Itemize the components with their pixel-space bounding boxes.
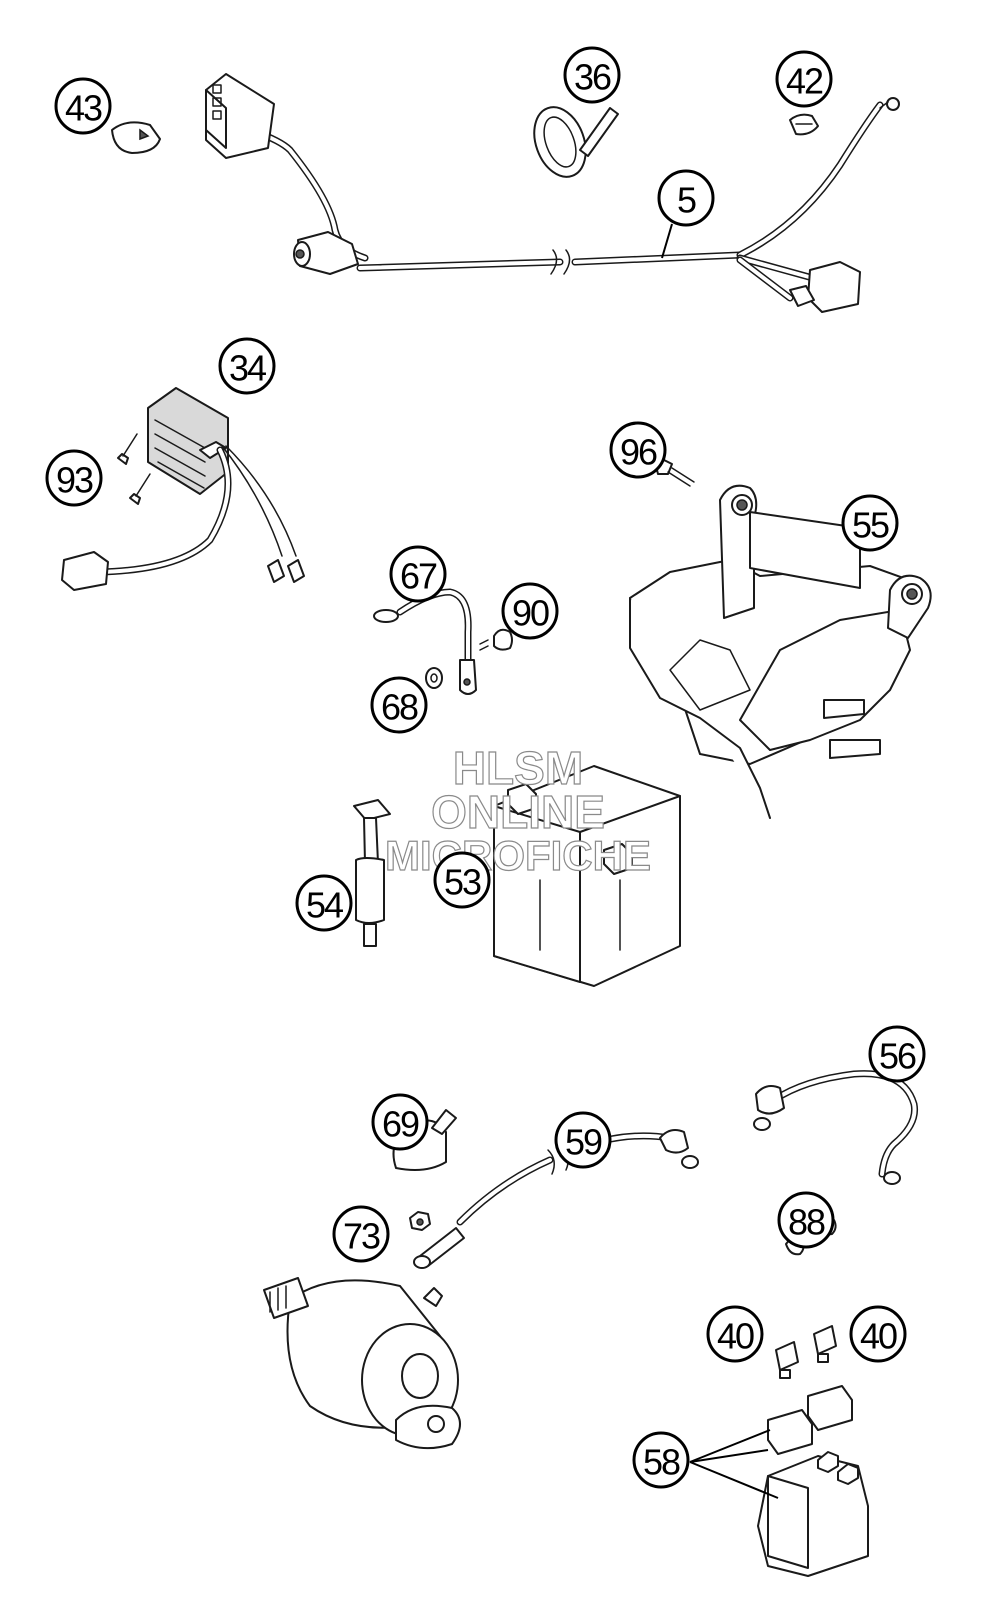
callout-label: 54 — [306, 885, 343, 926]
callout-96: 96 — [609, 421, 667, 479]
part-59-starter-cable — [413, 1129, 699, 1269]
callout-40-left: 40 — [706, 1305, 764, 1363]
callout-56: 56 — [868, 1025, 926, 1083]
part-43-grommet — [111, 121, 161, 154]
callout-68: 68 — [370, 676, 428, 734]
callout-73: 73 — [332, 1205, 390, 1263]
part-42-clip — [789, 113, 819, 136]
callout-label: 96 — [620, 432, 657, 473]
part-5-wiring-harness — [205, 73, 900, 313]
callout-67: 67 — [389, 545, 447, 603]
callout-label: 59 — [565, 1122, 602, 1163]
callout-53: 53 — [433, 851, 491, 909]
callout-88: 88 — [777, 1191, 835, 1249]
callout-label: 55 — [852, 505, 889, 546]
callout-label: 67 — [400, 556, 437, 597]
callout-55: 55 — [841, 494, 899, 552]
callout-label: 90 — [512, 593, 549, 634]
callout-34: 34 — [218, 337, 276, 395]
callout-label: 36 — [574, 57, 611, 98]
callout-label: 43 — [65, 88, 102, 129]
callout-label: 53 — [444, 862, 481, 903]
callout-43: 43 — [54, 77, 112, 135]
watermark-line1: HLSM — [453, 742, 583, 794]
part-93-screws — [117, 433, 151, 505]
watermark-line3: MICROFICHE — [385, 832, 651, 879]
callout-label: 88 — [788, 1202, 825, 1243]
part-53-battery — [493, 765, 681, 987]
callout-label: 40 — [717, 1316, 754, 1357]
callout-label: 40 — [860, 1316, 897, 1357]
callout-label: 56 — [879, 1036, 916, 1077]
callout-42: 42 — [775, 50, 833, 108]
callout-label: 73 — [343, 1216, 380, 1257]
leader-lines-58 — [689, 1429, 779, 1499]
callout-93: 93 — [45, 449, 103, 507]
part-56-cable — [753, 1070, 919, 1185]
callout-58: 58 — [632, 1431, 690, 1489]
part-90-screw — [479, 628, 513, 651]
part-68-washer — [425, 667, 443, 689]
callout-label: 58 — [643, 1442, 680, 1483]
part-36-cable-tie — [533, 106, 619, 178]
leader-5 — [661, 223, 673, 259]
part-54-vent-hose — [353, 799, 391, 947]
callout-54: 54 — [295, 874, 353, 932]
callout-label: 93 — [56, 460, 93, 501]
callout-label: 34 — [229, 348, 266, 389]
watermark-line2: ONLINE — [431, 786, 605, 838]
callout-40-right: 40 — [849, 1305, 907, 1363]
part-58-starter-relay — [757, 1385, 869, 1577]
part-55-battery-box — [629, 484, 932, 819]
callout-69: 69 — [371, 1093, 429, 1151]
callout-90: 90 — [501, 582, 559, 640]
callout-36: 36 — [563, 46, 621, 104]
part-73-nut — [409, 1211, 431, 1231]
callout-label: 69 — [382, 1104, 419, 1145]
callout-label: 5 — [677, 180, 696, 221]
callout-59: 59 — [554, 1111, 612, 1169]
callout-5: 5 — [657, 169, 715, 227]
starter-motor — [263, 1277, 461, 1450]
part-34-voltage-regulator — [61, 387, 305, 591]
callout-label: 42 — [786, 61, 823, 102]
watermark: HLSM ONLINE MICROFICHE — [384, 741, 651, 879]
callout-label: 68 — [381, 687, 418, 728]
part-40-fuses — [775, 1325, 837, 1379]
